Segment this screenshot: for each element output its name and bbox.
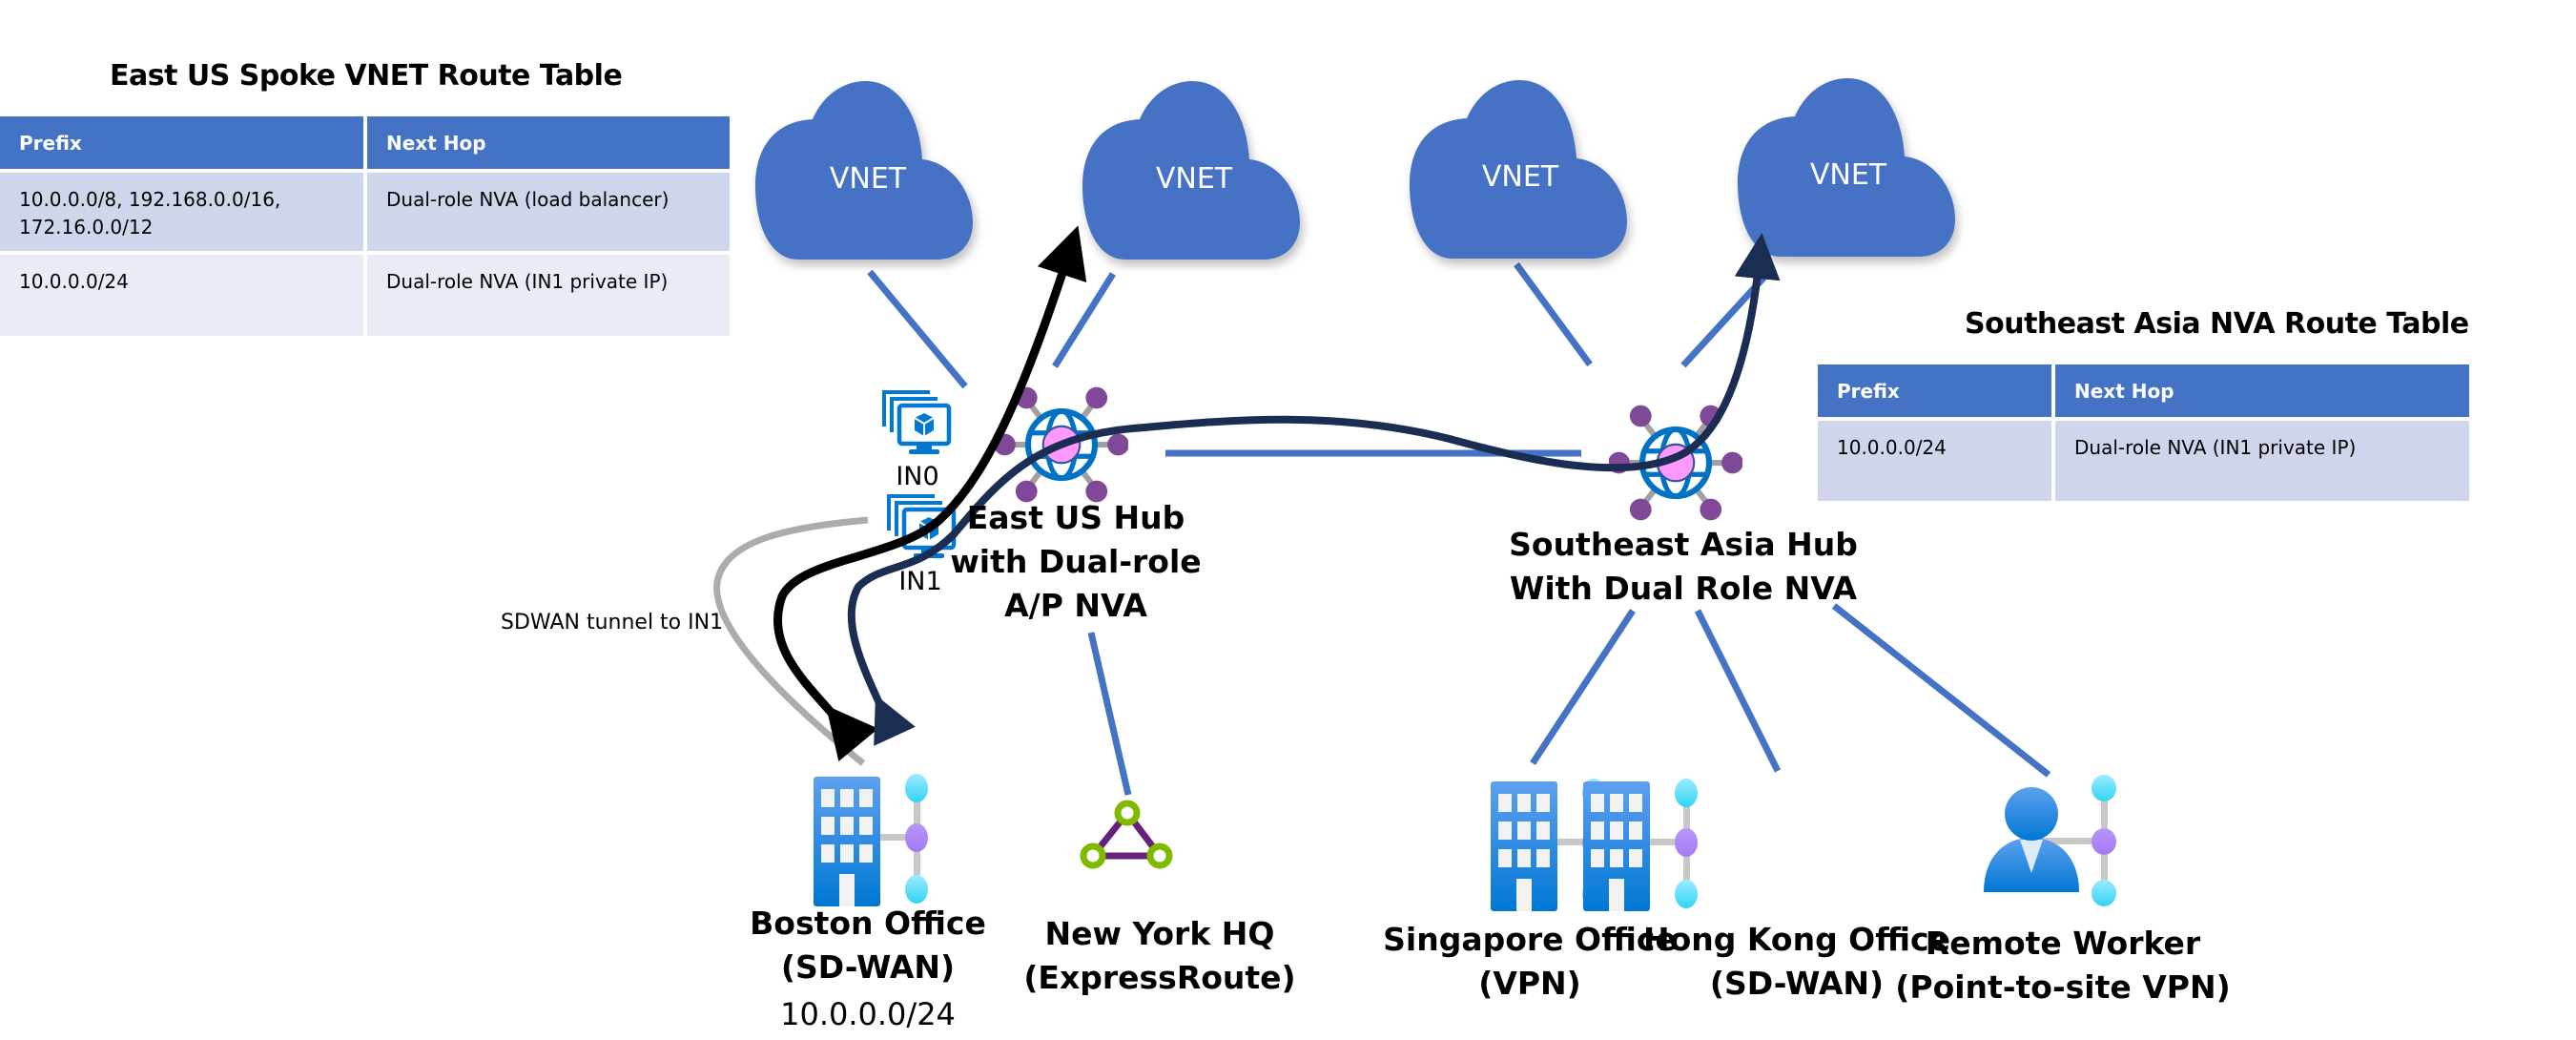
vnet-label: VNET — [830, 162, 907, 196]
site-type: (VPN) — [1478, 965, 1581, 1002]
expressroute-circuit-icon[interactable] — [1080, 800, 1173, 869]
vm-scale-set-icon[interactable] — [889, 496, 954, 558]
sea-route-table: Prefix Next Hop 10.0.0.0/24 Dual-role NV… — [1818, 364, 2469, 501]
east-us-hub-label: East US Hub with Dual-role A/P NVA — [950, 496, 1201, 628]
site-name: New York HQ — [1044, 915, 1275, 952]
connector-sea-remoteworker — [1831, 603, 2051, 778]
table-cell-next-hop: Dual-role NVA (IN1 private IP) — [367, 255, 730, 336]
site-name: Hong Kong Office — [1643, 921, 1950, 958]
vnet-cloud-4[interactable]: VNET — [1738, 78, 1955, 257]
east-us-route-table-title: East US Spoke VNET Route Table — [110, 59, 623, 93]
vnet-cloud-1[interactable]: VNET — [755, 81, 973, 260]
site-label-boston: Boston Office (SD-WAN) — [750, 902, 986, 989]
user-icon[interactable] — [1984, 775, 2116, 906]
site-type: (Point-to-site VPN) — [1895, 968, 2231, 1006]
table-cell-prefix: 10.0.0.0/8, 192.168.0.0/16, 172.16.0.0/1… — [0, 173, 363, 251]
hub-label-line: Southeast Asia Hub — [1509, 526, 1858, 563]
table-cell-next-hop: Dual-role NVA (load balancer) — [367, 173, 730, 251]
hub-label-line: A/P NVA — [1004, 587, 1147, 624]
vnet-label: VNET — [1482, 160, 1559, 194]
table-header-prefix: Prefix — [0, 116, 363, 169]
sdwan-tunnel-path — [713, 516, 869, 766]
sea-hub-label: Southeast Asia Hub With Dual Role NVA — [1509, 523, 1858, 611]
office-building-icon[interactable] — [814, 774, 928, 906]
table-cell-prefix: 10.0.0.0/24 — [0, 255, 363, 336]
virtual-wan-hub-icon[interactable] — [1608, 406, 1743, 521]
connector-vnet3-sea — [1514, 261, 1593, 367]
table-cell-prefix: 10.0.0.0/24 — [1818, 421, 2051, 501]
sea-route-table-title: Southeast Asia NVA Route Table — [1965, 307, 2469, 341]
site-label-newyork: New York HQ (ExpressRoute) — [1023, 912, 1295, 1000]
east-us-route-table: Prefix Next Hop 10.0.0.0/8, 192.168.0.0/… — [0, 116, 730, 336]
instance-label-in1: IN1 — [898, 567, 942, 596]
hub-label-line: with Dual-role — [950, 543, 1202, 580]
connector-sea-singapore — [1530, 609, 1636, 765]
vnet-label: VNET — [1156, 162, 1233, 196]
connector-eastus-newyork — [1087, 632, 1132, 796]
connector-sea-hongkong — [1694, 609, 1782, 773]
vnet-label: VNET — [1810, 158, 1887, 192]
vnet-clouds: VNET VNET VNET VNET — [755, 78, 1955, 260]
sdwan-tunnel-annotation: SDWAN tunnel to IN1 — [501, 611, 724, 634]
site-label-remote-worker: Remote Worker (Point-to-site VPN) — [1895, 922, 2230, 1009]
vnet-cloud-3[interactable]: VNET — [1410, 80, 1627, 259]
site-name: Remote Worker — [1925, 925, 2201, 962]
hub-label-line: East US Hub — [966, 499, 1185, 536]
table-cell-next-hop: Dual-role NVA (IN1 private IP) — [2055, 421, 2469, 501]
table-header-prefix: Prefix — [1818, 364, 2051, 417]
site-name: Boston Office — [750, 905, 986, 942]
table-header-next-hop: Next Hop — [367, 116, 730, 169]
table-header-next-hop: Next Hop — [2055, 364, 2469, 417]
site-type: (SD-WAN) — [1709, 965, 1885, 1002]
office-building-icon[interactable] — [1583, 779, 1698, 911]
hub-label-line: With Dual Role NVA — [1509, 570, 1858, 607]
connector-vnet1-eastus — [867, 269, 968, 389]
connector-vnet2-eastus — [1052, 272, 1116, 368]
site-label-singapore: Singapore Office (VPN) — [1383, 918, 1677, 1006]
site-name: Singapore Office — [1383, 921, 1677, 958]
instance-label-in0: IN0 — [896, 462, 939, 491]
vnet-cloud-2[interactable]: VNET — [1082, 81, 1300, 260]
site-type: (SD-WAN) — [780, 948, 956, 986]
site-label-hongkong: Hong Kong Office (SD-WAN) — [1643, 918, 1950, 1006]
site-type: (ExpressRoute) — [1023, 959, 1296, 996]
site-prefix-boston: 10.0.0.0/24 — [780, 996, 956, 1032]
vm-scale-set-icon[interactable] — [884, 392, 949, 454]
traffic-path-navy — [847, 233, 1781, 746]
